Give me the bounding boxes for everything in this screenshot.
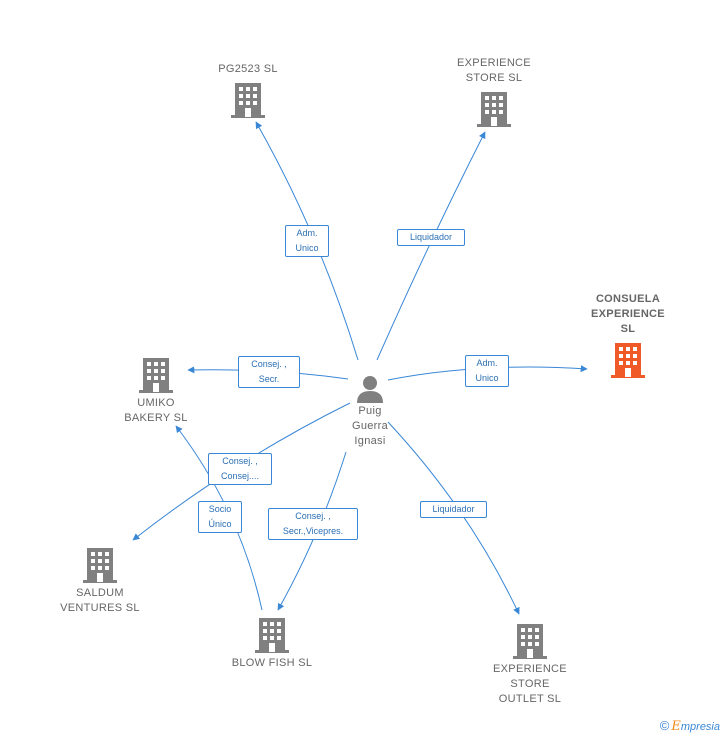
brand-name: mpresia [680, 721, 720, 733]
role-label-experience-store: Liquidador [397, 229, 465, 246]
person-node[interactable]: Puig Guerra Ignasi [340, 374, 400, 449]
edge-outlet [387, 421, 520, 615]
building-icon [139, 358, 173, 393]
company-name-outlet: EXPERIENCE STORE OUTLET SL [493, 663, 567, 705]
role-label-pg2523: Adm. Unico [285, 225, 329, 257]
role-label-umiko: Consej. , Secr. [238, 356, 300, 388]
building-icon [513, 624, 547, 659]
company-name-pg2523: PG2523 SL [218, 63, 278, 75]
edge-experience-store [376, 131, 486, 361]
role-label-consuela: Adm. Unico [465, 355, 509, 387]
building-icon [477, 92, 511, 127]
company-node-consuela[interactable]: CONSUELA EXPERIENCE SL [572, 292, 684, 379]
building-icon [231, 83, 265, 118]
company-node-blowfish[interactable]: BLOW FISH SL [216, 616, 328, 671]
company-name-blowfish: BLOW FISH SL [231, 657, 313, 669]
brand-initial: E [671, 719, 681, 734]
person-name: Puig Guerra Ignasi [351, 405, 389, 447]
role-label-blowfish-socio: Socio Único [198, 501, 242, 533]
role-label-outlet: Liquidador [420, 501, 487, 518]
building-icon-highlighted [611, 343, 645, 378]
company-name-consuela: CONSUELA EXPERIENCE SL [591, 293, 665, 335]
company-name-umiko: UMIKO BAKERY SL [124, 397, 188, 424]
company-node-outlet[interactable]: EXPERIENCE STORE OUTLET SL [474, 622, 586, 707]
company-node-umiko[interactable]: UMIKO BAKERY SL [100, 356, 212, 426]
company-node-saldum[interactable]: SALDUM VENTURES SL [44, 546, 156, 616]
company-node-experience-store[interactable]: EXPERIENCE STORE SL [438, 56, 550, 128]
role-label-saldum: Consej. , Consej.... [208, 453, 272, 485]
brand-logo: ©Empresia [660, 718, 720, 734]
company-name-experience-store: EXPERIENCE STORE SL [457, 57, 531, 84]
building-icon [255, 618, 289, 653]
company-node-pg2523[interactable]: PG2523 SL [192, 62, 304, 119]
role-label-blowfish: Consej. , Secr.,Vicepres. [268, 508, 358, 540]
building-icon [83, 548, 117, 583]
copyright-icon: © [659, 718, 670, 733]
company-name-saldum: SALDUM VENTURES SL [60, 587, 140, 614]
person-icon [357, 376, 383, 403]
